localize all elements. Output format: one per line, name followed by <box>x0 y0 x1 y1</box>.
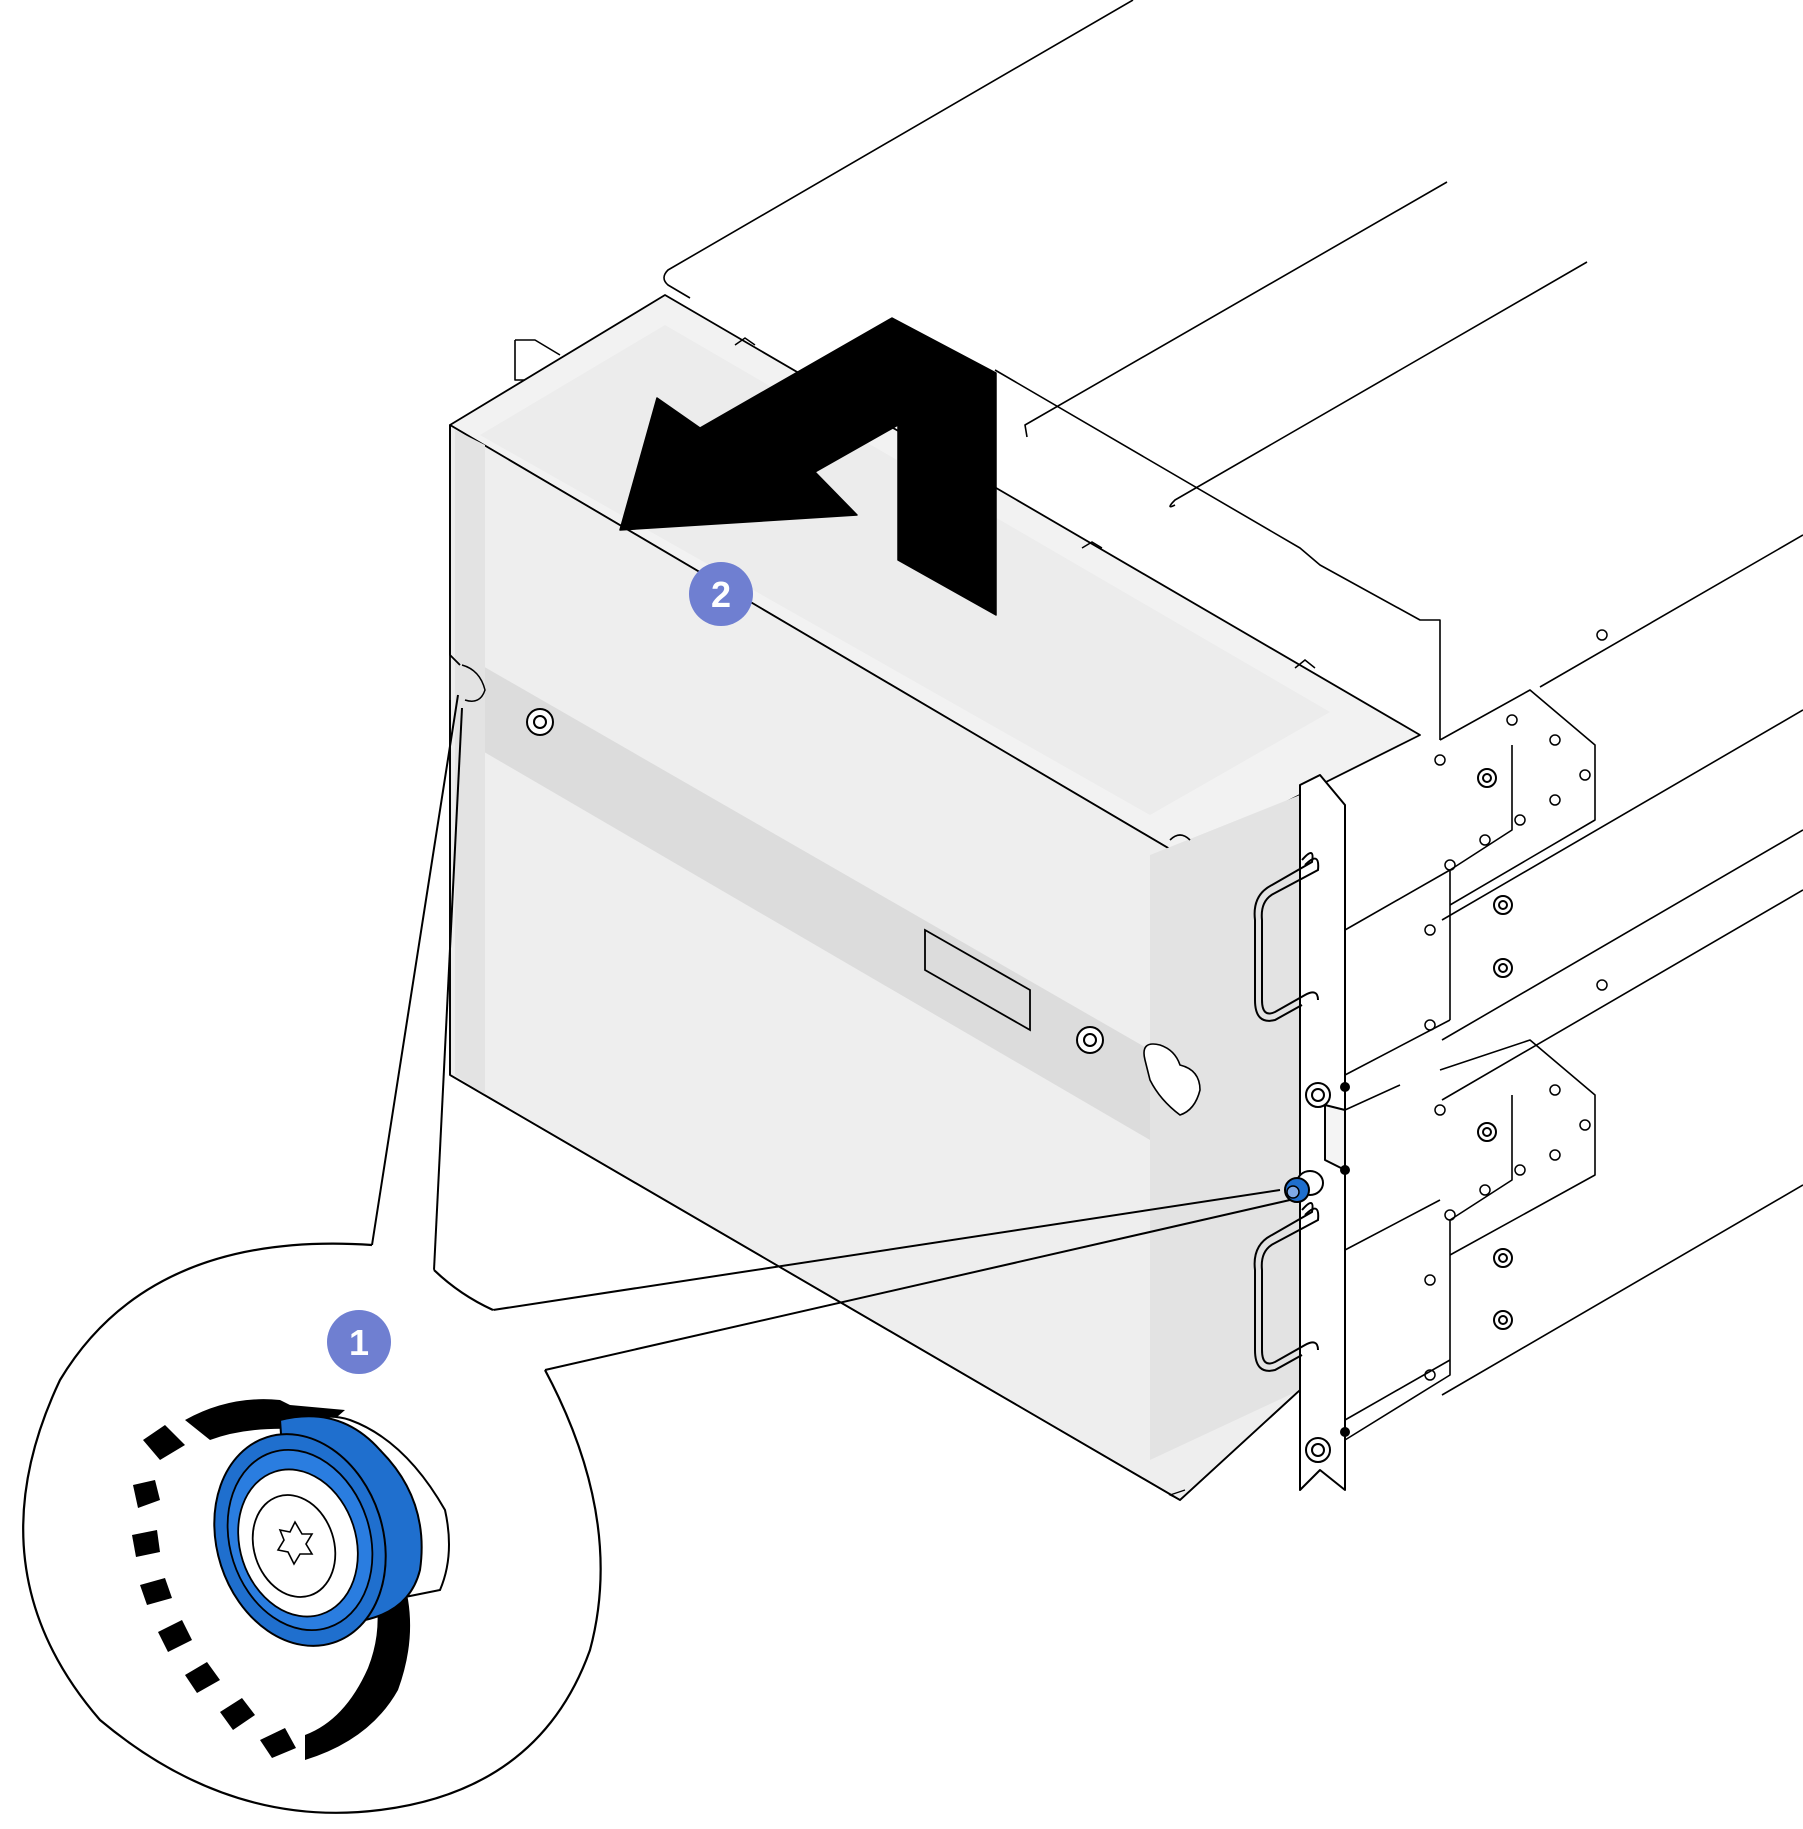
step-number-2: 2 <box>711 574 731 615</box>
handle[interactable] <box>1253 852 1320 1022</box>
step-number-1: 1 <box>349 1322 369 1363</box>
front-screw <box>526 708 554 736</box>
step-callout-2: 2 <box>689 562 753 626</box>
mounting-bracket <box>1299 774 1346 1491</box>
step-callout-1: 1 <box>327 1310 391 1374</box>
rack-screws <box>1477 768 1513 1330</box>
bracket-screws <box>1305 1082 1350 1463</box>
direction-arrow-icon <box>619 317 997 616</box>
module-band <box>455 650 1150 1140</box>
callout-lines <box>371 694 1291 1371</box>
thumbscrew-icon[interactable] <box>188 1412 450 1669</box>
cutout <box>1143 1043 1201 1116</box>
rack-holes <box>1424 629 1608 1381</box>
label-plate <box>924 928 1031 1032</box>
thumbscrew-small[interactable] <box>1284 1170 1324 1203</box>
handle[interactable] <box>1253 1202 1320 1372</box>
detail-magnifier <box>22 1242 602 1814</box>
front-screw <box>1076 1026 1104 1054</box>
